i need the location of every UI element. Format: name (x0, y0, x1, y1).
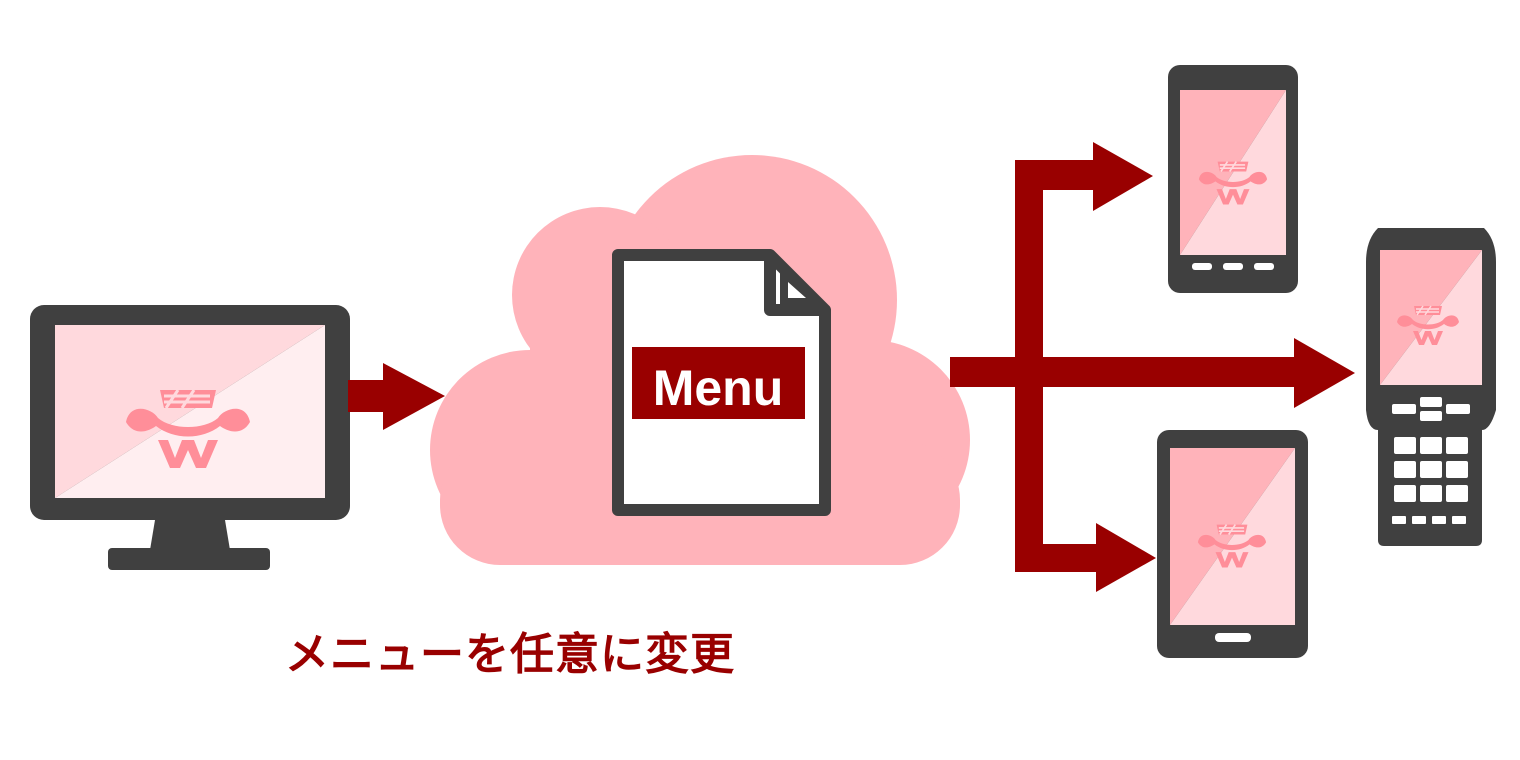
menu-label: Menu (653, 360, 784, 416)
arrow-to-tablet (1096, 523, 1156, 592)
arrow-to-smartphone (1093, 142, 1153, 211)
arrow-to-handheld (1294, 338, 1355, 408)
menu-document-icon: Menu (612, 249, 831, 516)
handheld-terminal-icon (1366, 228, 1496, 546)
desktop-monitor-icon (30, 305, 350, 570)
caption-text: メニューを任意に変更 (285, 629, 735, 680)
arrow-to-cloud (348, 363, 445, 430)
distribution-arrows (950, 142, 1355, 592)
smartphone-icon (1168, 65, 1298, 293)
menu-label-box (632, 347, 805, 419)
tablet-icon (1157, 430, 1308, 658)
